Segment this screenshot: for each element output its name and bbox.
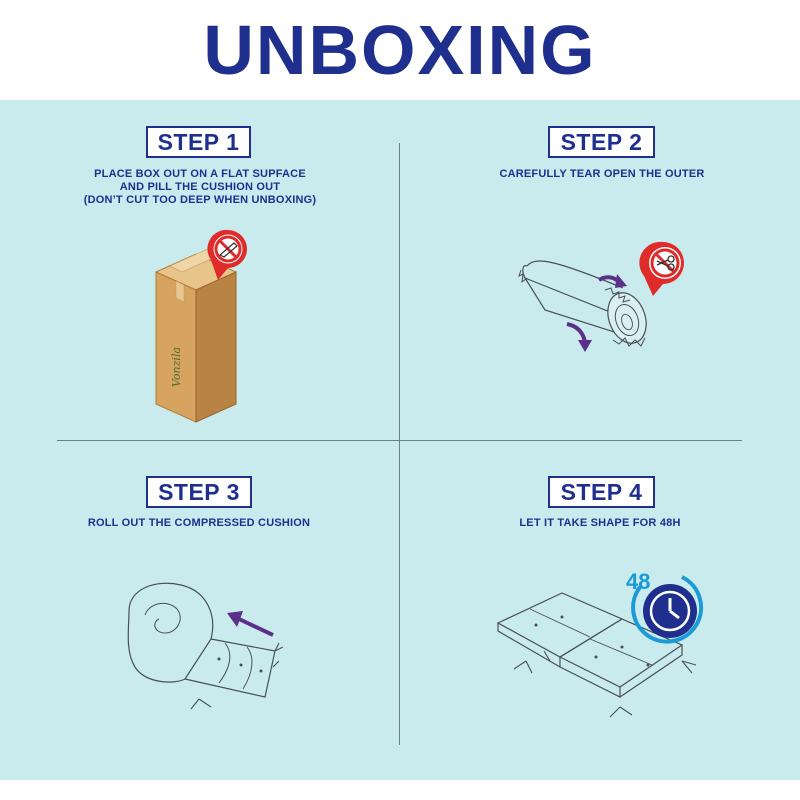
clock-icon bbox=[631, 575, 704, 644]
unroll-arrow bbox=[227, 611, 274, 637]
step-3-line-1: ROLL OUT THE COMPRESSED CUSHION bbox=[87, 517, 311, 529]
tear-arrow-top bbox=[597, 274, 627, 288]
step-2-line-1: CAREFULLY TEAR OPEN THE OUTER bbox=[499, 168, 705, 180]
no-knife-icon bbox=[207, 229, 247, 280]
step-1-line-2: AND PILL THE CUSHION OUT bbox=[119, 181, 281, 193]
step-4-badge: STEP 4 bbox=[548, 476, 655, 508]
tear-arrow-bottom bbox=[566, 322, 592, 352]
step-2-description: CAREFULLY TEAR OPEN THE OUTER bbox=[442, 168, 762, 181]
horizontal-divider bbox=[57, 440, 742, 441]
step-1-badge: STEP 1 bbox=[146, 126, 251, 158]
unrolling-cushion-illustration bbox=[127, 582, 284, 710]
step-1-line-1: PLACE BOX OUT ON A FLAT SUPFACE bbox=[94, 168, 306, 180]
vertical-divider bbox=[399, 143, 400, 745]
step-4-line-1: LET IT TAKE SHAPE FOR 48H bbox=[519, 517, 681, 529]
step-2-badge: STEP 2 bbox=[548, 126, 655, 158]
header: UNBOXING bbox=[0, 0, 800, 100]
timer-hours-label: 48 bbox=[626, 569, 650, 594]
step-4-description: LET IT TAKE SHAPE FOR 48H bbox=[440, 517, 760, 530]
no-scissors-icon bbox=[639, 241, 684, 296]
footer-strip bbox=[0, 780, 800, 800]
cardboard-box-illustration: Vonzila bbox=[154, 229, 247, 423]
step-1-line-3: (DON’T CUT TOO DEEP WHEN UNBOXING) bbox=[83, 194, 317, 206]
page-title: UNBOXING bbox=[203, 11, 597, 89]
flat-cushion-timer-illustration: 48 bbox=[496, 569, 704, 718]
rolled-cushion-tearing-illustration bbox=[518, 241, 684, 352]
box-brand-text: Vonzila bbox=[170, 347, 183, 387]
step-3-badge: STEP 3 bbox=[146, 476, 252, 508]
step-1-description: PLACE BOX OUT ON A FLAT SUPFACE AND PILL… bbox=[40, 168, 360, 207]
step-3-description: ROLL OUT THE COMPRESSED CUSHION bbox=[39, 517, 359, 530]
